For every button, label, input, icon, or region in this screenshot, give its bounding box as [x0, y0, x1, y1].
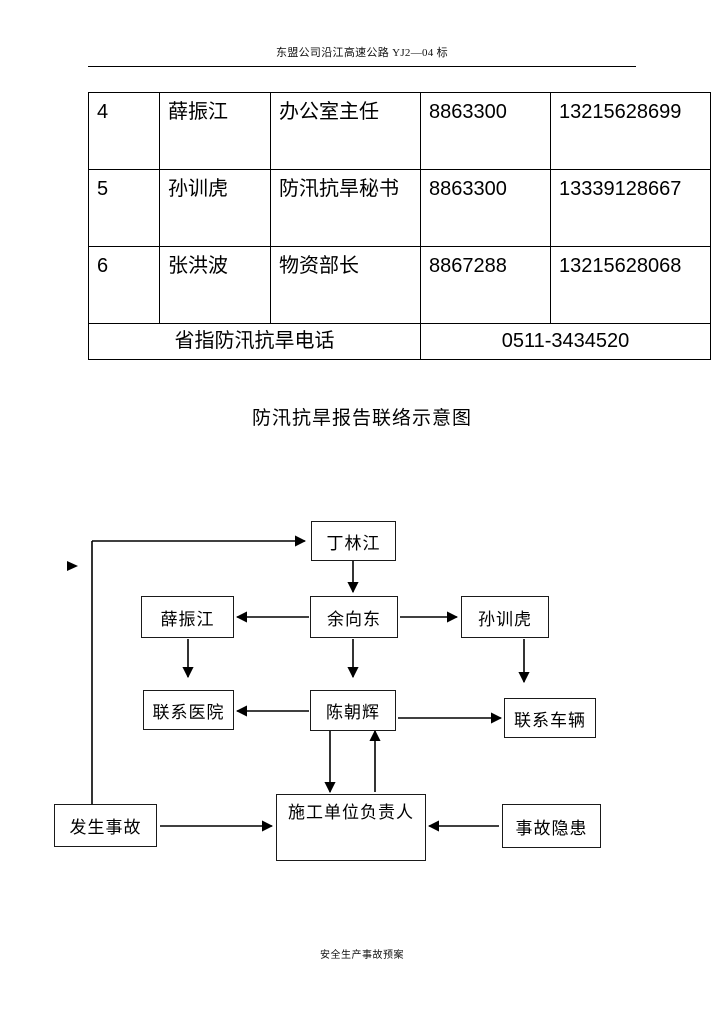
cell-name: 薛振江 — [159, 92, 271, 170]
node-contact-vehicle[interactable]: 联系车辆 — [504, 698, 596, 738]
page-running-footer: 安全生产事故预案 — [320, 950, 404, 961]
node-label: 事故隐患 — [515, 818, 588, 838]
diagram-title: 防汛抗旱报告联络示意图 — [251, 408, 472, 429]
cell-name: 张洪波 — [159, 246, 271, 324]
node-label: 余向东 — [327, 609, 381, 629]
node-construction-lead[interactable]: 施工单位负责人 — [276, 794, 426, 861]
node-sun-xunhu[interactable]: 孙训虎 — [461, 596, 549, 638]
spine-arrow-marker-icon — [67, 561, 78, 571]
cell-title: 办公室主任 — [270, 92, 421, 170]
node-contact-hospital[interactable]: 联系医院 — [143, 690, 234, 730]
flowchart-container: 丁林江 薛振江 余向东 孙训虎 联系医院 陈朝辉 联系车辆 发生事故 施工单位负… — [0, 480, 724, 900]
cell-title: 物资部长 — [270, 246, 421, 324]
flowchart-connectors — [67, 535, 530, 832]
table-summary-row: 省指防汛抗旱电话 0511-3434520 — [88, 323, 711, 360]
node-accident-occurred[interactable]: 发生事故 — [54, 804, 157, 847]
node-yu-xiangdong[interactable]: 余向东 — [310, 596, 398, 638]
cell-mobile: 13339128667 — [550, 169, 711, 247]
cell-telephone: 8863300 — [420, 92, 551, 170]
table-row: 4 薛振江 办公室主任 8863300 13215628699 — [88, 92, 711, 170]
cell-telephone: 8867288 — [420, 246, 551, 324]
cell-mobile: 13215628068 — [550, 246, 711, 324]
node-label: 发生事故 — [69, 818, 142, 837]
cell-mobile: 13215628699 — [550, 92, 711, 170]
node-ding-linjiang[interactable]: 丁林江 — [311, 521, 396, 561]
cell-index: 5 — [88, 169, 160, 247]
header-rule-divider — [88, 66, 636, 67]
cell-index: 6 — [88, 246, 160, 324]
cell-summary-value: 0511-3434520 — [420, 323, 711, 360]
node-label: 联系车辆 — [514, 710, 586, 730]
node-label: 丁林江 — [326, 533, 381, 553]
page-running-header: 东盟公司沿江高速公路 YJ2—04 标 — [276, 47, 448, 59]
node-label: 施工单位负责人 — [288, 803, 414, 822]
node-label: 孙训虎 — [478, 609, 532, 629]
cell-telephone: 8863300 — [420, 169, 551, 247]
cell-title: 防汛抗旱秘书 — [270, 169, 421, 247]
node-accident-hazard[interactable]: 事故隐患 — [502, 804, 601, 848]
node-chen-chaohui[interactable]: 陈朝辉 — [310, 690, 396, 731]
node-label: 薛振江 — [160, 609, 215, 629]
node-label: 联系医院 — [152, 702, 225, 722]
table-row: 5 孙训虎 防汛抗旱秘书 8863300 13339128667 — [88, 169, 711, 247]
cell-index: 4 — [88, 92, 160, 170]
cell-name: 孙训虎 — [159, 169, 271, 247]
cell-summary-label: 省指防汛抗旱电话 — [88, 323, 421, 360]
table-row: 6 张洪波 物资部长 8867288 13215628068 — [88, 246, 711, 324]
node-label: 陈朝辉 — [326, 703, 380, 722]
emergency-contact-table: 4 薛振江 办公室主任 8863300 13215628699 5 孙训虎 防汛… — [88, 92, 711, 360]
node-xue-zhenjiang[interactable]: 薛振江 — [141, 596, 234, 638]
